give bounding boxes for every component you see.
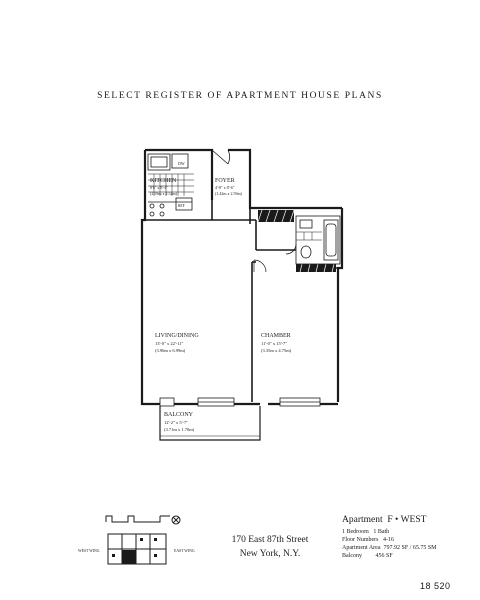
key-plan: WEST WING EAST WING xyxy=(78,515,195,565)
chamber-metric: (3.35m x 4.75m) xyxy=(261,348,292,353)
page-title: SELECT REGISTER OF APARTMENT HOUSE PLANS xyxy=(97,91,383,101)
kitchen-fixtures xyxy=(147,153,194,217)
foyer-label: FOYER xyxy=(215,178,235,184)
info-label: Floor Numbers xyxy=(342,537,379,543)
info-label: Apartment Area xyxy=(342,545,381,551)
info-row: Balcony 456 SF xyxy=(342,552,462,560)
floor-plan: DW REF KITCHEN 8'6" x 8'-4" (2.59m xyxy=(140,148,344,441)
balcony-outline xyxy=(159,406,261,441)
apartment-title: Apartment xyxy=(342,515,383,525)
info-value: 4-16 xyxy=(383,537,394,543)
bath-sink-icon xyxy=(299,219,313,229)
balcony-dims: 12'-2" x 5'-7" xyxy=(164,420,188,425)
apartment-highlight xyxy=(122,550,136,564)
info-value: 797.92 SF / 65.75 SM xyxy=(383,545,437,551)
chamber-dims: 11'-0" x 15'-7" xyxy=(261,341,287,346)
balcony-label: BALCONY xyxy=(164,412,194,418)
kitchen-metric: (2.59m x 2.54m) xyxy=(150,191,178,196)
east-wing-label: EAST WING xyxy=(174,549,195,553)
living-dims: 13'-0" x 22'-11" xyxy=(155,341,184,346)
info-value: 1 Bath xyxy=(373,529,390,535)
kitchen-label: KITCHEN xyxy=(150,178,177,184)
refrigerator-icon xyxy=(175,197,193,211)
kitchen-dims: 8'6" x 8'-4" xyxy=(150,185,168,190)
compass-icon xyxy=(171,515,181,525)
interior-doors xyxy=(253,259,267,273)
address-city: New York, N.Y. xyxy=(239,549,301,559)
chamber-label: CHAMBER xyxy=(261,333,291,339)
info-row: 1 Bedroom 1 Bath xyxy=(342,528,462,536)
living-metric: (3.96m x 6.99m) xyxy=(155,348,186,353)
dishwasher-label: DW xyxy=(178,161,185,166)
info-row: Floor Numbers 4-16 xyxy=(342,536,462,544)
west-wing-label: WEST WING xyxy=(78,549,100,553)
toilet-icon xyxy=(300,245,312,259)
info-value: 456 SF xyxy=(375,553,393,559)
balcony-metric: (3.71m x 1.70m) xyxy=(164,427,195,432)
foyer-metric: (1.42m x 2.59m) xyxy=(215,191,243,196)
info-row: Apartment Area 797.92 SF / 65.75 SM xyxy=(342,544,462,552)
page-number: 18 520 xyxy=(420,581,451,591)
bathroom xyxy=(285,215,341,265)
closet-hatch xyxy=(257,209,336,273)
apartment-info: Apartment F • WEST 1 Bedroom 1 Bath Floo… xyxy=(342,515,462,560)
living-label: LIVING/DINING xyxy=(155,333,199,339)
foyer-dims: 4'-8" x 8'-6" xyxy=(215,185,235,190)
dishwasher-icon xyxy=(171,153,189,169)
windows xyxy=(159,397,321,407)
address-street: 170 East 87th Street xyxy=(231,535,309,545)
apartment-unit: F • WEST xyxy=(387,515,427,525)
info-label: 1 Bedroom xyxy=(342,529,369,535)
sink-icon xyxy=(147,153,171,171)
interior-walls xyxy=(145,200,342,402)
refrigerator-label: REF xyxy=(178,204,185,208)
entry-door xyxy=(211,149,230,165)
address-block: 170 East 87th Street New York, N.Y. xyxy=(220,533,320,561)
bathtub-icon xyxy=(323,219,339,261)
info-label: Balcony xyxy=(342,553,362,559)
